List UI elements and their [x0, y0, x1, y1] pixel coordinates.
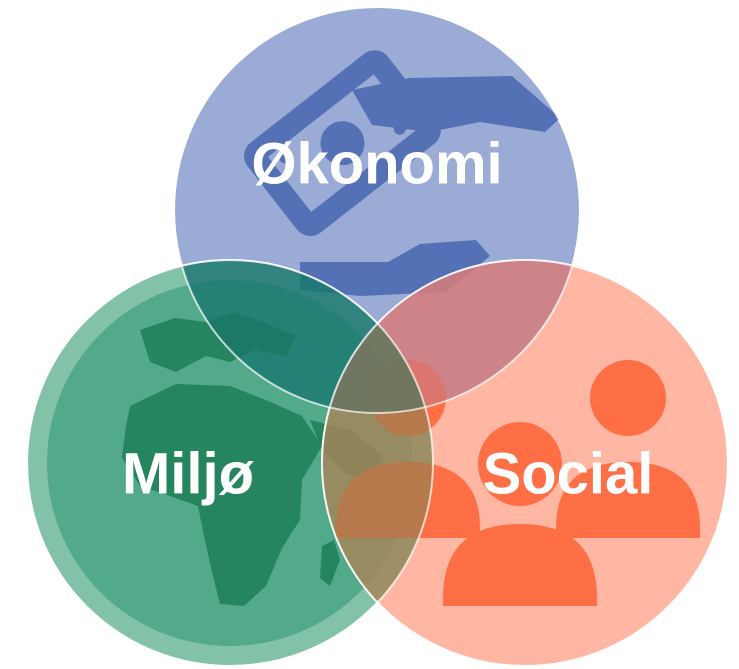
overlap-eco-env [174, 260, 433, 413]
economy-label: Økonomi [251, 131, 502, 196]
environment-label: Miljø [122, 441, 255, 506]
overlap-eco-soc [322, 260, 580, 413]
social-label: Social [483, 441, 654, 506]
